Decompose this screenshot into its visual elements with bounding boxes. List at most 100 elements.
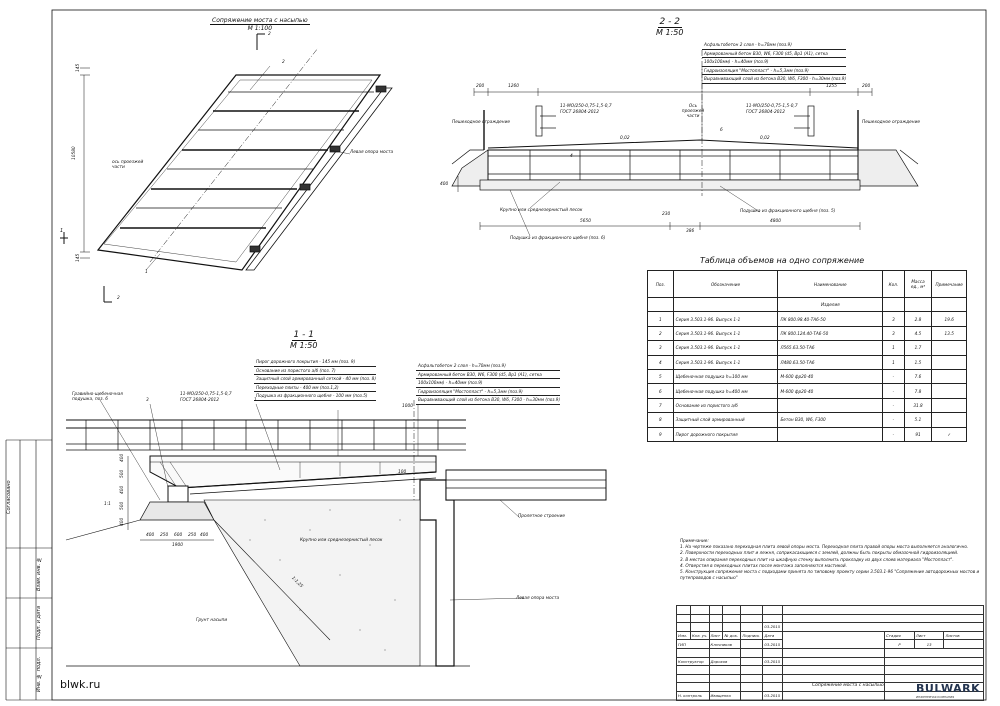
section-2-2-drawing bbox=[451, 50, 919, 237]
stamp-role: Конструктор bbox=[676, 656, 710, 667]
spec-header-row: Поз. Обозначение Наименование Кол. Масса… bbox=[647, 270, 967, 298]
layer-line: Переходные плиты - 400 мм (поз.1,2) bbox=[254, 384, 376, 393]
barrier-gost: ГОСТ 26804-2012 bbox=[746, 110, 785, 115]
callout-3: 3 bbox=[146, 398, 149, 403]
section-1-1-title: 1 - 1 М 1:50 bbox=[290, 330, 318, 350]
cell: Серия 3.503.1-96. Выпуск 1-1 bbox=[672, 311, 779, 327]
title-block: 03.2015 Изм. Кол. уч. Лист № док. Подпис… bbox=[676, 605, 984, 701]
stamp-label: Подпись bbox=[740, 630, 764, 641]
cell: Л565.63.50-ТА6 bbox=[777, 340, 884, 356]
dim: 600 bbox=[174, 533, 183, 538]
note-item: 3. В местах опирания переходных плит на … bbox=[680, 556, 954, 562]
side-sign-date: Подп. и дата bbox=[36, 605, 42, 641]
cell bbox=[777, 426, 884, 442]
cell: Серия 3.503.1-96. Выпуск 1-1 bbox=[672, 340, 779, 356]
section-2-2-layers: Асфальтобетон 2 слоя - h=70мм (поз.9) Ар… bbox=[702, 41, 847, 84]
dim-1000: 1000 bbox=[402, 404, 413, 409]
cell: Основание из пористого а/б bbox=[672, 397, 779, 414]
span-label: Пролетное строение bbox=[518, 514, 566, 519]
dim-100: 100 bbox=[398, 470, 407, 475]
plan-axis-label: ось проезжей части bbox=[112, 160, 144, 170]
sand-texture bbox=[249, 509, 401, 651]
cell: 91 bbox=[903, 426, 933, 442]
cell: 13.5 bbox=[931, 325, 967, 342]
gravel-pad-label: Гравийно-щебеночная подушка, поз. 6 bbox=[72, 392, 123, 402]
cell bbox=[931, 340, 967, 356]
section-1-1-layers-left: Пирог дорожного покрытия - 145 мм (поз. … bbox=[254, 358, 376, 401]
layer-line: Подушка из фракционного щебня - 100 мм (… bbox=[254, 392, 376, 401]
plan-section-marker-bottom: 2 bbox=[117, 296, 120, 301]
cell: М-600 фр20-40 bbox=[777, 368, 884, 385]
layer-line: Асфальтобетон 2 слоя - h=70мм (поз.9) bbox=[702, 41, 847, 50]
plan-support-label: Левая опора моста bbox=[350, 150, 394, 155]
stamp-label: Дата bbox=[762, 630, 784, 641]
note-item: 4. Отверстия в переходных плитах после м… bbox=[680, 562, 847, 568]
cell: ✓ bbox=[931, 426, 967, 442]
spec-table-title: Таблица объемов на одно сопряжение bbox=[700, 256, 865, 265]
cell: 5.1 bbox=[903, 412, 933, 428]
barrier-right-label: Пешеходное ограждение bbox=[862, 120, 921, 125]
cell: 7.8 bbox=[903, 383, 933, 399]
stamp-label: № док. bbox=[722, 630, 742, 641]
cell bbox=[777, 397, 884, 414]
cell: 2 bbox=[647, 325, 674, 342]
dim-1900: 1900 bbox=[172, 543, 183, 548]
cell: Серия 3.503.1-96. Выпуск 1-1 bbox=[672, 354, 779, 370]
dim: 400 bbox=[200, 533, 209, 538]
section-1-1-drawing bbox=[65, 399, 607, 667]
cell: 19.6 bbox=[931, 311, 967, 327]
barrier-left-label: Пешеходное ограждение bbox=[452, 120, 511, 125]
dim: 400 bbox=[146, 533, 155, 538]
sand-label: Крупно или среднезернистый песок bbox=[500, 208, 583, 213]
watermark: blwk.ru bbox=[60, 678, 101, 691]
callout-4: 4 bbox=[570, 154, 573, 159]
cell: Бетон В30, W6, F300 bbox=[777, 412, 884, 428]
cell: 7 bbox=[647, 397, 674, 414]
cell: М-600 фр20-40 bbox=[777, 383, 884, 399]
spec-header: Поз. bbox=[647, 270, 674, 298]
layer-line: Выравнивающий слой из бетона В30, W6, F3… bbox=[416, 396, 561, 405]
cell: ПК 800.98.40-ТА6-50 bbox=[777, 311, 884, 327]
stamp-name: Клочников bbox=[708, 639, 742, 649]
cell: 1 bbox=[882, 354, 905, 370]
sheet-frame bbox=[51, 9, 987, 701]
cell: 9 bbox=[647, 426, 674, 442]
dim-4800: 4800 bbox=[770, 219, 781, 224]
stamp-role: ГИП bbox=[676, 639, 710, 649]
spec-header: Обозначение bbox=[672, 270, 779, 298]
spec-group-row: Изделия bbox=[647, 296, 967, 313]
stamp-labels-row: Изм. Кол. уч. Лист № док. Подпись Дата С… bbox=[676, 630, 984, 649]
dim-400: 400 bbox=[440, 182, 449, 187]
barrier-spec: 11-МО/250-0,75-1,5-0,7 bbox=[180, 392, 232, 397]
dim-5650: 5650 bbox=[580, 219, 591, 224]
barrier-spec: 11-МО/250-0,75-1,5-0,7 bbox=[746, 104, 798, 109]
dim: 250 bbox=[160, 533, 169, 538]
dim: 200 bbox=[862, 84, 871, 89]
gravel-label-5: Подушка из фракционного щебня (поз. 5) bbox=[740, 209, 836, 214]
stamp-role-date: 03.2015 bbox=[762, 690, 784, 701]
layer-line: 100х100мм) - h=40мм (поз.9) bbox=[416, 379, 561, 388]
side-inv-orig: Инв. № подл. bbox=[36, 656, 42, 692]
cell bbox=[931, 412, 967, 428]
stamp-label: Лист bbox=[708, 630, 724, 641]
notes-heading: Примечание: bbox=[680, 538, 709, 543]
dim: 500 bbox=[120, 469, 125, 478]
layer-line: Основание из пористого а/б (поз. 7) bbox=[254, 367, 376, 376]
layer-line: Защитный слой армированный сеткой - 40 м… bbox=[254, 375, 376, 384]
cell: - bbox=[882, 383, 905, 399]
spec-table: Поз. Обозначение Наименование Кол. Масса… bbox=[647, 270, 967, 442]
layer-line: Асфальтобетон 2 слоя - h=70мм (поз.9) bbox=[416, 362, 561, 371]
cell: 1 bbox=[647, 311, 674, 327]
layer-line: Выравнивающий слой из бетона В30, W6, F3… bbox=[702, 75, 847, 84]
note-item: 1. На чертеже показано переходная плита … bbox=[680, 544, 969, 550]
stamp-role-row: Н. контроль Иващенко 03.2015 bbox=[676, 690, 984, 701]
plan-view-title: Сопряжение моста с насыпью М 1:100 bbox=[210, 17, 310, 32]
stamp-name: Дорохов bbox=[708, 656, 742, 667]
cell: Щебеночная подушка h=100 мм bbox=[672, 368, 779, 385]
stamp-sheet: 13 bbox=[913, 639, 945, 649]
cell: 31.8 bbox=[903, 397, 933, 414]
cell bbox=[931, 383, 967, 399]
